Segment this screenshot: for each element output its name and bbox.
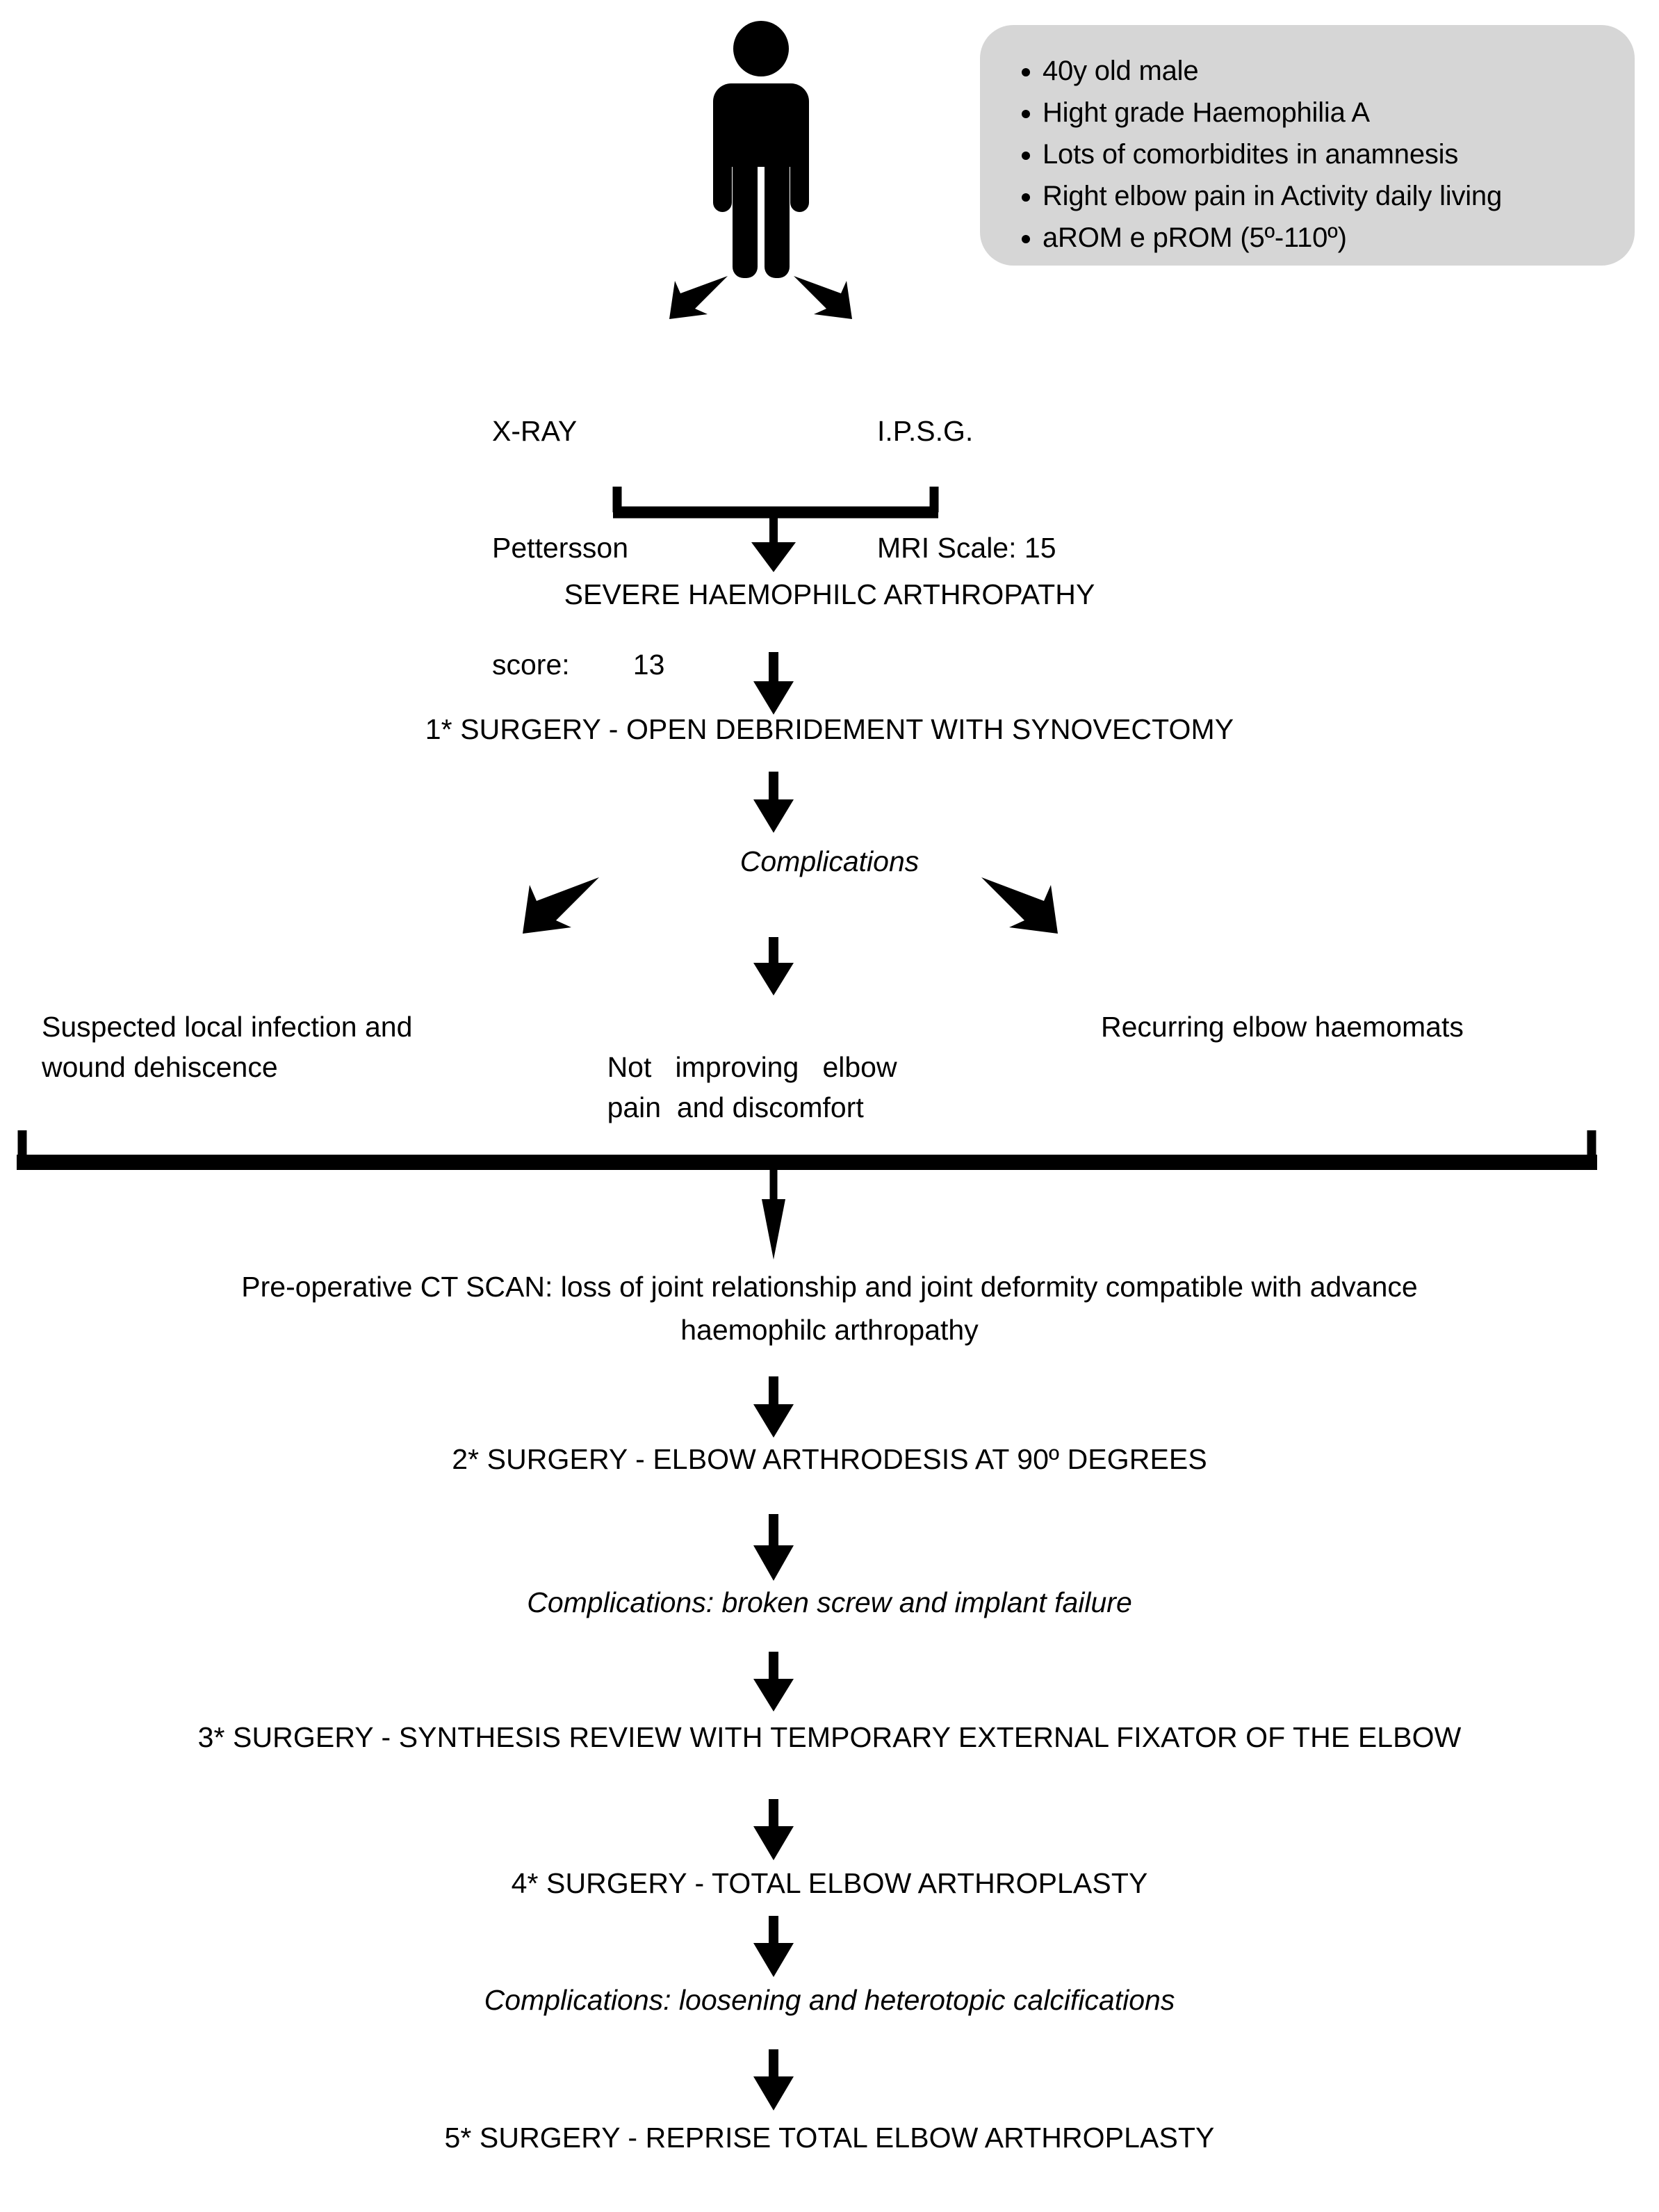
mri-assessment: I.P.S.G. MRI Scale: 15 [877,334,1056,645]
arrow-patient-to-mri [794,276,852,319]
patient-info-list: 40y old male Hight grade Haemophilia A L… [1019,50,1607,259]
arrow-complications-to-left [523,877,599,934]
list-item: 40y old male [1043,50,1607,92]
surgery-4-node: 4* SURGERY - TOTAL ELBOW ARTHROPLASTY [511,1867,1148,1899]
arrow-ctscan-to-surgery2 [753,1376,794,1438]
list-item: Right elbow pain in Activity daily livin… [1043,175,1607,217]
ct-scan-line-2: haemophilc arthropathy [680,1314,979,1346]
arrow-complications2-to-surgery3 [753,1652,794,1711]
complication-branch-right: Recurring elbow haemomats [1101,1007,1629,1047]
complication-left-line-2: and wound dehiscence [42,1011,413,1083]
complication-branch-left: Suspected local infection and wound dehi… [42,1007,487,1087]
complication-branch-center: Not improving elbow pain and discomfort [575,1007,965,1168]
xray-assessment: X-RAY Pettersson score: 13 [492,334,664,762]
arrow-surgery1-to-complications [753,772,794,833]
arrow-patient-to-xray [669,276,728,319]
xray-line-2: Pettersson [492,532,628,564]
arrow-surgery3-to-surgery4 [753,1799,794,1860]
list-item: Lots of comorbidites in anamnesis [1043,133,1607,175]
complications-4-node: Complications: loosening and heterotopic… [484,1984,1175,2016]
complication-center-line-1: Not improving elbow [607,1051,897,1083]
arrow-complications4-to-surgery5 [753,2049,794,2111]
complication-center-line-2: pain and discomfort [607,1091,864,1123]
arrow-diagnosis-to-surgery1 [753,652,794,715]
ct-scan-line-1: Pre-operative CT SCAN: loss of joint rel… [241,1271,1418,1303]
surgery-1-node: 1* SURGERY - OPEN DEBRIDEMENT WITH SYNOV… [425,713,1234,745]
patient-info-box: 40y old male Hight grade Haemophilia A L… [980,25,1635,266]
complications-label: Complications [739,845,920,877]
ct-scan-node: Pre-operative CT SCAN: loss of joint rel… [0,1265,1659,1351]
pictogram-torso [713,83,809,167]
list-item: Hight grade Haemophilia A [1043,92,1607,133]
arrow-surgery4-to-complications4 [753,1916,794,1977]
surgery-3-node: 3* SURGERY - SYNTHESIS REVIEW WITH TEMPO… [197,1721,1462,1753]
xray-line-3: score: 13 [492,649,665,681]
diagnosis-node: SEVERE HAEMOPHILC ARTHROPATHY [564,578,1095,610]
xray-line-1: X-RAY [492,415,578,447]
surgery-5-node: 5* SURGERY - REPRISE TOTAL ELBOW ARTHROP… [444,2122,1215,2154]
pictogram-leg-right [765,157,790,278]
complications-2-node: Complications: broken screw and implant … [527,1586,1132,1618]
mri-line-1: I.P.S.G. [877,415,974,447]
mri-line-2: MRI Scale: 15 [877,532,1056,564]
surgery-2-node: 2* SURGERY - ELBOW ARTHRODESIS AT 90º DE… [452,1443,1207,1475]
pictogram-leg-left [733,157,758,278]
pictogram-head [733,21,789,76]
complication-left-line-1: Suspected local infection [42,1011,357,1043]
patient-pictogram-icon [695,21,827,278]
arrow-merge-to-ctscan [762,1165,785,1260]
arrow-complications-to-center [753,937,794,995]
complication-right-line-1: Recurring elbow haemomats [1101,1011,1464,1043]
list-item: aROM e pROM (5º-110º) [1043,217,1607,259]
arrow-surgery2-to-complications2 [753,1514,794,1581]
arrow-assessments-to-diagnosis [751,512,796,572]
arrow-complications-to-right [981,877,1058,934]
